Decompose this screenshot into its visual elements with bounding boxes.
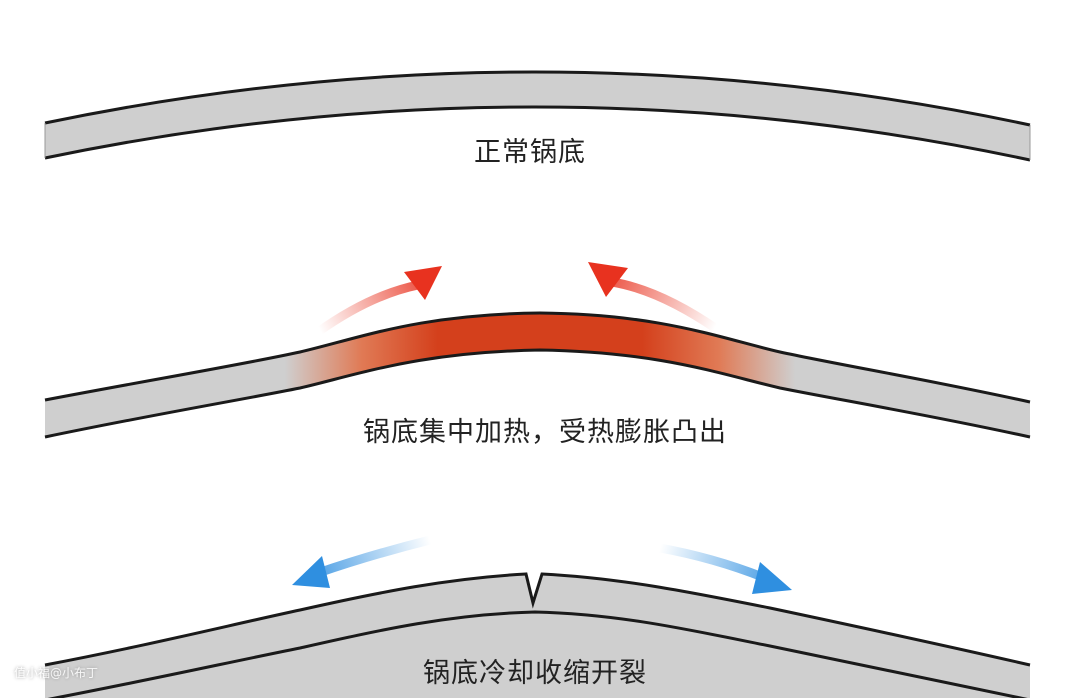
normal-pan-bottom: [45, 71, 1030, 160]
heat-arrow-left-icon: [313, 266, 442, 337]
heated-pan-bottom: [45, 313, 1030, 437]
heated-pan-label: 锅底集中加热，受热膨胀凸出: [363, 417, 727, 448]
watermark: 值小福@小布丁: [14, 666, 99, 680]
cracked-pan-outline-bottom: [47, 610, 1028, 698]
heated-pan-outline-bottom: [44, 348, 1031, 439]
cracked-pan-label: 锅底冷却收缩开裂: [423, 658, 647, 689]
cool-arrow-right-icon: [655, 543, 792, 594]
heated-pan-outline-top: [44, 311, 1031, 404]
normal-pan-outline-top: [44, 70, 1031, 127]
cracked-pan-outline-top: [44, 572, 1031, 667]
normal-pan-outline-bottom: [44, 105, 1031, 162]
cracked-pan-bottom: [45, 574, 1030, 698]
cool-arrow-left-icon: [292, 535, 435, 588]
heat-arrow-right-icon: [588, 262, 723, 335]
normal-pan-label: 正常锅底: [474, 137, 586, 168]
